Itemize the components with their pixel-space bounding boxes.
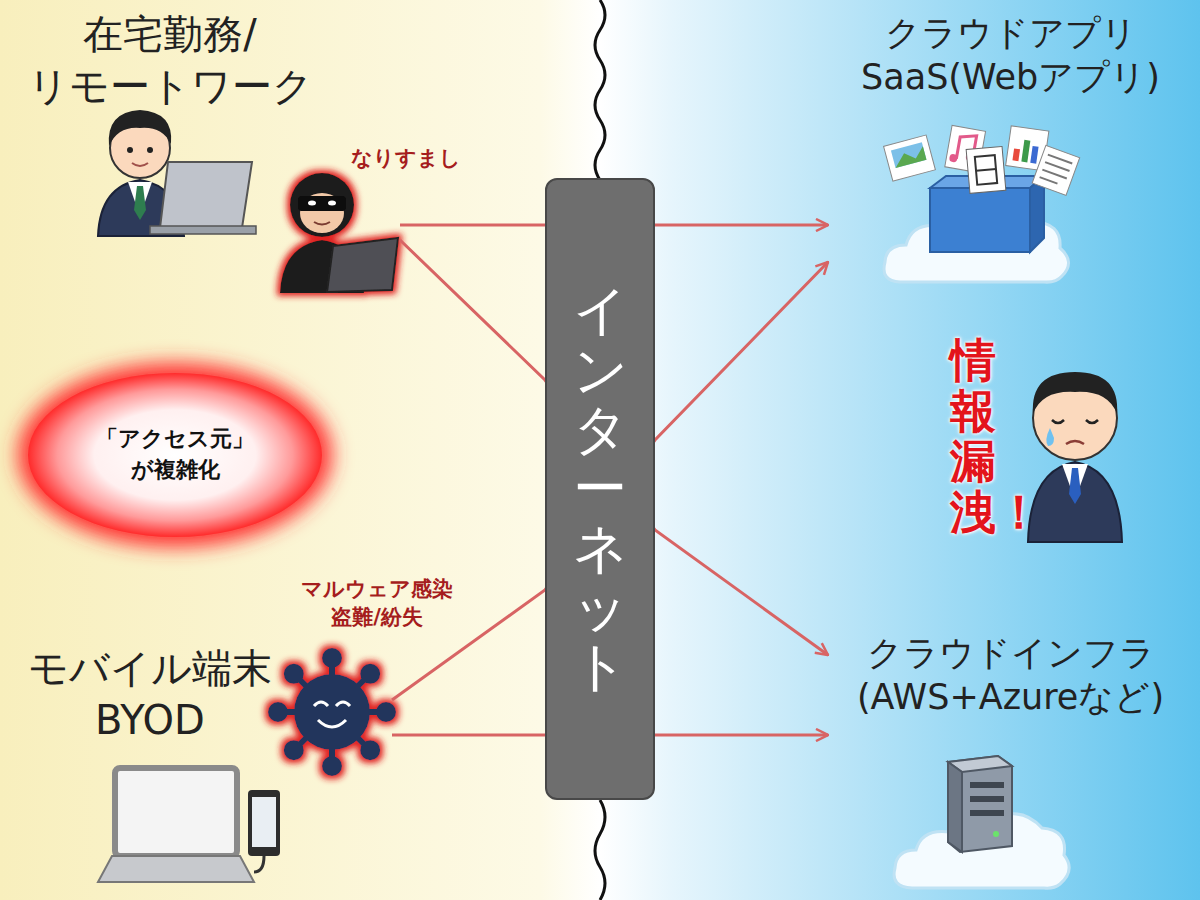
node-label: なりすまし bbox=[346, 145, 466, 171]
glow-ellipse bbox=[10, 355, 340, 555]
virus-icon bbox=[271, 651, 393, 773]
cloud-infra: クラウドインフラ (AWS+Azureなど) bbox=[828, 632, 1193, 895]
remote-work-heading: 在宅勤務/ リモートワーク bbox=[12, 8, 328, 112]
vertical-label: インターネット bbox=[573, 281, 627, 697]
malware-threat: マルウェア感染 盗難/紛失 bbox=[272, 655, 392, 773]
worried-man bbox=[1028, 372, 1122, 542]
mobile-byod-heading: モバイル端末 BYOD bbox=[10, 642, 290, 746]
ellipse-glow bbox=[18, 363, 332, 547]
saas-cloud-icon bbox=[884, 125, 1080, 282]
infra-cloud-icon bbox=[894, 756, 1069, 888]
remote-worker bbox=[98, 110, 256, 236]
node-label: クラウドアプリ SaaS(Webアプリ) bbox=[828, 12, 1193, 100]
saas-cloud: クラウドアプリ SaaS(Webアプリ) bbox=[828, 12, 1193, 285]
node-label: 「アクセス元」 が複雑化 bbox=[83, 424, 268, 486]
hacker-figure bbox=[280, 173, 398, 293]
node-label: マルウェア感染 盗難/紛失 bbox=[277, 575, 477, 632]
threat-connector bbox=[392, 262, 828, 700]
mobile-devices bbox=[98, 768, 280, 882]
internet-bar: インターネット bbox=[545, 178, 655, 800]
ellipse-fill bbox=[28, 373, 322, 537]
spoofing-attacker: なりすまし bbox=[270, 165, 400, 295]
node-label: クラウドインフラ (AWS+Azureなど) bbox=[828, 632, 1193, 720]
data-leak-warning: 情報漏洩！ bbox=[950, 335, 996, 537]
access-origin-ellipse: 「アクセス元」 が複雑化 bbox=[10, 355, 340, 555]
